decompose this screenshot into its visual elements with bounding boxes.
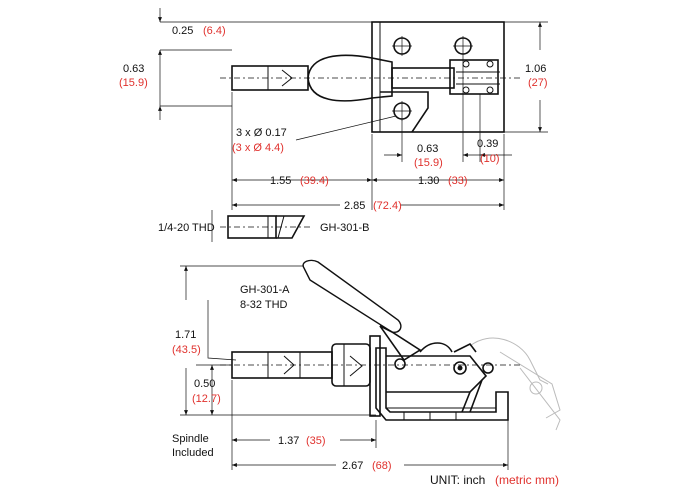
unit-metric-label: (metric mm) bbox=[495, 473, 559, 487]
top-view bbox=[220, 21, 520, 133]
dim-front-len-in: 1.37 bbox=[278, 435, 299, 447]
dim-slot-width-mm: (10) bbox=[480, 153, 500, 165]
thread-b-label: 1/4-20 THD bbox=[158, 222, 215, 234]
dim-side-height-in: 1.71 bbox=[175, 329, 196, 341]
side-view bbox=[220, 259, 561, 431]
spindle-b: 1/4-20 THD GH-301-B bbox=[158, 210, 370, 242]
dim-top-height-in: 0.63 bbox=[123, 63, 144, 75]
spindle-label-1: Spindle bbox=[172, 433, 209, 445]
top-dimensions: 0.25 (6.4) 0.63 (15.9) 1.06 (27) 3 x Ø 0… bbox=[119, 8, 548, 212]
dim-hole-spacing-mm: (15.9) bbox=[414, 157, 443, 169]
dim-total-top-in: 2.85 bbox=[344, 200, 365, 212]
dim-spindle-height-mm: (12.7) bbox=[192, 393, 221, 405]
unit-legend: UNIT: inch (metric mm) bbox=[430, 473, 559, 487]
model-b-label: GH-301-B bbox=[320, 222, 370, 234]
dim-base-len-mm: (33) bbox=[448, 175, 468, 187]
unit-label: UNIT: inch bbox=[430, 473, 485, 487]
dim-top-offset-in: 0.25 bbox=[172, 25, 193, 37]
dim-total-side-in: 2.67 bbox=[342, 460, 363, 472]
side-base bbox=[375, 347, 509, 421]
dim-total-top-mm: (72.4) bbox=[373, 200, 402, 212]
side-handle bbox=[302, 259, 402, 334]
dim-holes-mm: (3 x Ø 4.4) bbox=[232, 142, 284, 154]
dim-base-height-mm: (27) bbox=[528, 77, 548, 89]
dim-top-height-mm: (15.9) bbox=[119, 77, 148, 89]
dim-base-len-in: 1.30 bbox=[418, 175, 439, 187]
dim-hole-spacing-in: 0.63 bbox=[417, 143, 438, 155]
dim-spindle-height-in: 0.50 bbox=[194, 378, 215, 390]
model-a-label: GH-301-A bbox=[240, 284, 290, 296]
dim-top-offset-mm: (6.4) bbox=[203, 25, 226, 37]
dim-plunger-len-mm: (39.4) bbox=[300, 175, 329, 187]
dim-plunger-len-in: 1.55 bbox=[270, 175, 291, 187]
dim-holes-in: 3 x Ø 0.17 bbox=[236, 127, 287, 139]
top-slot-block bbox=[449, 59, 499, 95]
top-base-plate bbox=[371, 21, 505, 133]
dim-front-len-mm: (35) bbox=[306, 435, 326, 447]
spindle-label-2: Included bbox=[172, 447, 214, 459]
thread-a-label: 8-32 THD bbox=[240, 299, 288, 311]
side-dimensions: 1.71 (43.5) 0.50 (12.7) GH-301-A 8-32 TH… bbox=[172, 265, 509, 472]
dim-slot-width-in: 0.39 bbox=[477, 138, 498, 150]
dim-side-height-mm: (43.5) bbox=[172, 344, 201, 356]
dim-base-height-in: 1.06 bbox=[525, 63, 546, 75]
dim-total-side-mm: (68) bbox=[372, 460, 392, 472]
